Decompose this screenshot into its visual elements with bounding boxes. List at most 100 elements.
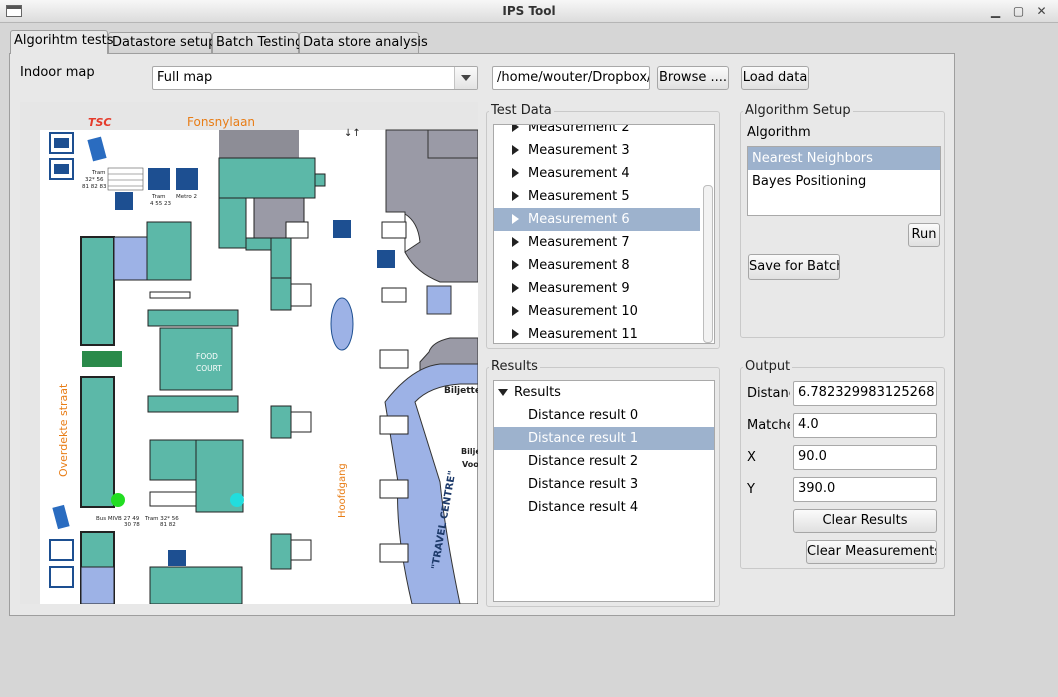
result-item[interactable]: Distance result 0 <box>528 408 639 423</box>
map-logo: TSC <box>88 116 112 129</box>
tab-batch-testing[interactable]: Batch Testing <box>212 32 303 53</box>
expand-arrow-icon[interactable] <box>512 283 519 293</box>
tab-datastore-setup[interactable]: Datastore setup <box>108 32 216 53</box>
chevron-down-icon[interactable] <box>454 67 477 89</box>
map-hall-label: Hoofdgang <box>337 463 348 518</box>
test-data-item[interactable]: Measurement 8 <box>494 254 700 277</box>
tab-label: Datastore setup <box>112 35 217 50</box>
matches-label: Matches <box>747 418 790 433</box>
test-data-item-label: Measurement 9 <box>528 281 630 296</box>
tab-algorithm-tests[interactable]: Algorihtm tests <box>10 30 114 54</box>
minimize-icon[interactable]: ▁ <box>990 4 1001 18</box>
expand-arrow-icon[interactable] <box>512 329 519 339</box>
test-data-item[interactable]: Measurement 10 <box>494 300 700 323</box>
x-field[interactable]: 90.0 <box>793 445 937 470</box>
test-data-item[interactable]: Measurement 9 <box>494 277 700 300</box>
tab-label: Algorihtm tests <box>14 33 114 48</box>
test-data-title: Test Data <box>489 103 554 118</box>
clear-measurements-button[interactable]: Clear Measurements <box>806 540 937 564</box>
test-data-item-label: Measurement 6 <box>528 212 630 227</box>
expand-arrow-icon[interactable] <box>512 191 519 201</box>
window-title: IPS Tool <box>502 4 556 18</box>
distance-label: Distance <box>747 386 790 401</box>
test-data-item[interactable]: Measurement 5 <box>494 185 700 208</box>
output-group <box>740 367 945 569</box>
test-data-item[interactable]: Measurement 3 <box>494 139 700 162</box>
scrollbar-thumb[interactable] <box>703 185 713 343</box>
map-text: Tram <box>151 194 166 200</box>
results-root-item[interactable]: Results <box>494 381 714 404</box>
indoor-map-select[interactable]: Full map <box>152 66 478 90</box>
test-data-item-label: Measurement 7 <box>528 235 630 250</box>
expand-arrow-icon[interactable] <box>512 168 519 178</box>
map-text: Metro 2 <box>176 194 197 200</box>
map-text: Tram <box>91 170 106 176</box>
result-item[interactable]: Distance result 1 <box>494 427 714 450</box>
test-data-item-label: Measurement 3 <box>528 143 630 158</box>
expand-arrow-icon[interactable] <box>512 145 519 155</box>
x-label: X <box>747 450 756 465</box>
test-data-item[interactable]: Measurement 4 <box>494 162 700 185</box>
expand-arrow-icon[interactable] <box>512 237 519 247</box>
run-button[interactable]: Run <box>908 223 940 247</box>
results-title: Results <box>489 359 540 374</box>
map-street-top: Fonsnylaan <box>187 115 255 129</box>
clear-results-button[interactable]: Clear Results <box>793 509 937 533</box>
y-label: Y <box>747 482 755 497</box>
map-text: 30 78 <box>124 522 140 528</box>
map-food-court-label-2: COURT <box>196 364 222 373</box>
tab-label: Data store analysis <box>303 35 428 50</box>
chevron-down-icon[interactable] <box>498 389 508 396</box>
test-data-group <box>486 111 720 349</box>
tab-label: Batch Testing <box>216 35 304 50</box>
expand-arrow-icon[interactable] <box>512 260 519 270</box>
algorithm-label: Algorithm <box>747 125 811 140</box>
map-arrows-icon: ↓↑ <box>344 128 361 139</box>
test-data-item-label: Measurement 2 <box>528 124 630 135</box>
result-item[interactable]: Distance result 3 <box>528 477 639 492</box>
test-data-item[interactable]: Measurement 6 <box>494 208 700 231</box>
estimated-position-marker <box>230 493 244 507</box>
title-bar[interactable]: IPS Tool ▁ ▢ ✕ <box>0 0 1058 23</box>
map-text: 32* 56 <box>85 177 104 183</box>
map-text: Voo <box>462 460 478 469</box>
tab-data-store-analysis[interactable]: Data store analysis <box>299 32 428 53</box>
map-text: Tram 32* 56 <box>144 516 179 522</box>
map-food-court-label: FOOD <box>196 352 218 361</box>
matches-field[interactable]: 4.0 <box>793 413 937 438</box>
algorithm-option[interactable]: Nearest Neighbors <box>748 147 940 170</box>
maximize-icon[interactable]: ▢ <box>1012 4 1025 18</box>
algorithm-setup-title: Algorithm Setup <box>743 103 853 118</box>
test-data-item-label: Measurement 8 <box>528 258 630 273</box>
browse-button[interactable]: Browse .... <box>657 66 729 90</box>
test-data-item[interactable]: Measurement 7 <box>494 231 700 254</box>
y-field[interactable]: 390.0 <box>793 477 937 502</box>
expand-arrow-icon[interactable] <box>512 125 519 132</box>
indoor-map-view[interactable]: TSC Fonsnylaan ↓↑ Tram 32* 56 81 82 83 T… <box>20 102 478 604</box>
test-data-item-label: Measurement 11 <box>528 327 638 342</box>
results-root-label: Results <box>514 385 561 400</box>
map-street-left: Overdekte straat <box>57 383 70 477</box>
results-tree[interactable]: Results Distance result 0 Distance result… <box>493 380 715 602</box>
map-text: 81 82 83 <box>82 184 107 190</box>
test-data-item[interactable]: Measurement 11 <box>494 323 700 343</box>
close-icon[interactable]: ✕ <box>1036 4 1047 18</box>
output-title: Output <box>743 359 793 374</box>
load-data-button[interactable]: Load data <box>741 66 809 90</box>
file-path-field[interactable]: /home/wouter/Dropbox/ <box>492 66 650 90</box>
save-for-batch-button[interactable]: Save for Batch <box>748 254 840 280</box>
expand-arrow-icon[interactable] <box>512 306 519 316</box>
indoor-map-selected: Full map <box>157 70 213 85</box>
window-menu-icon[interactable] <box>6 5 22 17</box>
result-item[interactable]: Distance result 4 <box>528 500 639 515</box>
map-tickets-label: Biljetten <box>444 386 478 396</box>
test-data-item[interactable]: Measurement 2 <box>494 124 700 139</box>
test-data-scrollbar[interactable] <box>702 127 713 343</box>
distance-field[interactable]: 6.782329983125268 <box>793 381 937 406</box>
result-item[interactable]: Distance result 2 <box>528 454 639 469</box>
map-text: Bilje <box>461 447 478 456</box>
expand-arrow-icon[interactable] <box>512 214 519 224</box>
algorithm-option[interactable]: Bayes Positioning <box>752 174 867 189</box>
